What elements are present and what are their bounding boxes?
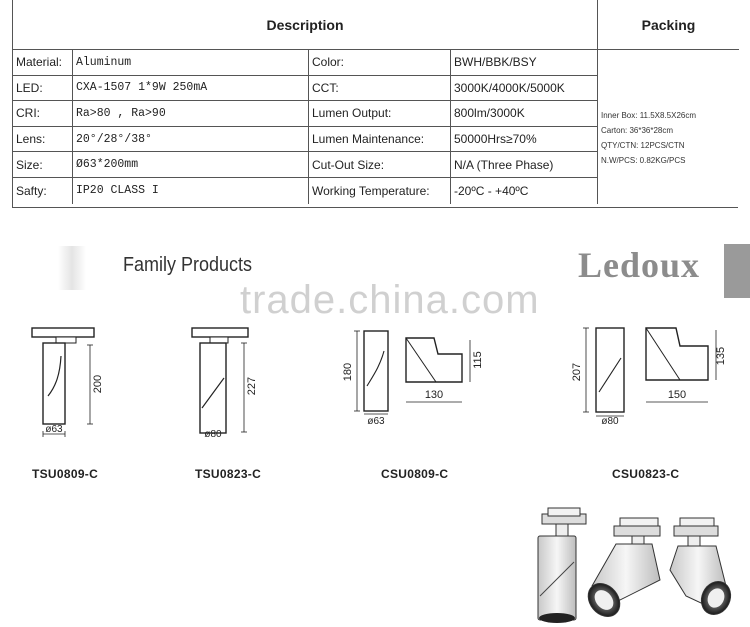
row-label: Lumen Maintenance:	[309, 126, 451, 152]
row-value: 800lm/3000K	[451, 101, 598, 126]
spec-table: Description Packing Material: Aluminum C…	[12, 0, 739, 208]
dim-height-2: 115	[472, 351, 484, 369]
dim-height: 200	[92, 375, 104, 393]
row-value: Aluminum	[73, 50, 309, 75]
packing-carton: Carton: 36*36*28cm	[601, 126, 674, 135]
description-header: Description	[13, 0, 598, 50]
packing-inner-box: Inner Box: 11.5X8.5X26cm	[601, 111, 697, 120]
row-value: 50000Hrs≥70%	[451, 126, 598, 152]
row-label: CCT:	[309, 75, 451, 101]
row-value: CXA-1507 1*9W 250mA	[73, 75, 309, 101]
product-drawing-tsu0823: 227 ø80	[191, 327, 258, 440]
product-photos	[537, 507, 732, 623]
row-label: Size:	[13, 152, 73, 177]
row-label: Lumen Output:	[309, 101, 451, 126]
row-label: CRI:	[13, 101, 73, 126]
row-value: IP20 CLASS I	[73, 177, 309, 204]
row-value: Ra>80 , Ra>90	[73, 101, 309, 126]
packing-weight: N.W/PCS: 0.82KG/PCS	[601, 156, 686, 165]
dim-height: 227	[246, 377, 258, 395]
photo-track-spot-straight	[537, 507, 587, 623]
row-value: Ø63*200mm	[73, 152, 309, 177]
packing-qty: QTY/CTN: 12PCS/CTN	[601, 141, 685, 150]
product-drawing-csu0809: 180 ø63 115 130	[342, 330, 484, 427]
row-value: -20ºC - +40ºC	[451, 177, 598, 204]
dim-width: 150	[668, 389, 686, 401]
product-drawing-csu0823: 207 ø80 135 150	[571, 327, 727, 427]
dim-diameter: ø63	[367, 416, 385, 427]
photo-track-spot-tilted	[669, 517, 732, 616]
watermark: trade.china.com	[240, 278, 540, 322]
dim-diameter: ø80	[204, 429, 222, 440]
packing-header: Packing	[598, 0, 739, 50]
row-value: 3000K/4000K/5000K	[451, 75, 598, 101]
spec-rows: Material: Aluminum Color: BWH/BBK/BSY LE…	[13, 50, 598, 204]
dim-height: 180	[342, 363, 354, 381]
spec-row-size: Size: Ø63*200mm Cut-Out Size: N/A (Three…	[13, 152, 598, 178]
spec-row-safety: Safty: IP20 CLASS I Working Temperature:…	[13, 177, 598, 204]
row-label: Cut-Out Size:	[309, 152, 451, 177]
brand-bar	[724, 244, 750, 298]
row-label: Lens:	[13, 126, 73, 152]
row-value: N/A (Three Phase)	[451, 152, 598, 177]
row-value: 20°/28°/38°	[73, 126, 309, 152]
decorative-glare	[58, 246, 86, 290]
dim-diameter: ø63	[45, 424, 63, 435]
family-products-banner: Family Products Ledoux	[0, 240, 750, 298]
product-code: TSU0809-C	[32, 467, 99, 481]
row-label: LED:	[13, 75, 73, 101]
spec-row-led: LED: CXA-1507 1*9W 250mA CCT: 3000K/4000…	[13, 75, 598, 102]
row-value: BWH/BBK/BSY	[451, 50, 598, 75]
product-code: CSU0809-C	[381, 467, 449, 481]
packing-details: Inner Box: 11.5X8.5X26cm Carton: 36*36*2…	[598, 50, 739, 208]
spec-row-material: Material: Aluminum Color: BWH/BBK/BSY	[13, 50, 598, 76]
product-drawing-tsu0809: 200 ø63	[31, 327, 104, 437]
photo-track-spot-angled	[587, 517, 661, 617]
spec-row-lens: Lens: 20°/28°/38° Lumen Maintenance: 500…	[13, 126, 598, 153]
family-products-title: Family Products	[123, 254, 253, 276]
dim-width: 130	[425, 389, 443, 401]
dim-height: 207	[571, 363, 583, 381]
row-label: Material:	[13, 50, 73, 75]
product-code: CSU0823-C	[612, 467, 680, 481]
dim-diameter: ø80	[601, 416, 619, 427]
spec-row-cri: CRI: Ra>80 , Ra>90 Lumen Output: 800lm/3…	[13, 101, 598, 127]
dim-height-2: 135	[715, 347, 727, 365]
brand-logo: Ledoux	[578, 245, 701, 285]
product-code: TSU0823-C	[195, 467, 262, 481]
row-label: Color:	[309, 50, 451, 75]
row-label: Safty:	[13, 177, 73, 204]
row-label: Working Temperature:	[309, 177, 451, 204]
